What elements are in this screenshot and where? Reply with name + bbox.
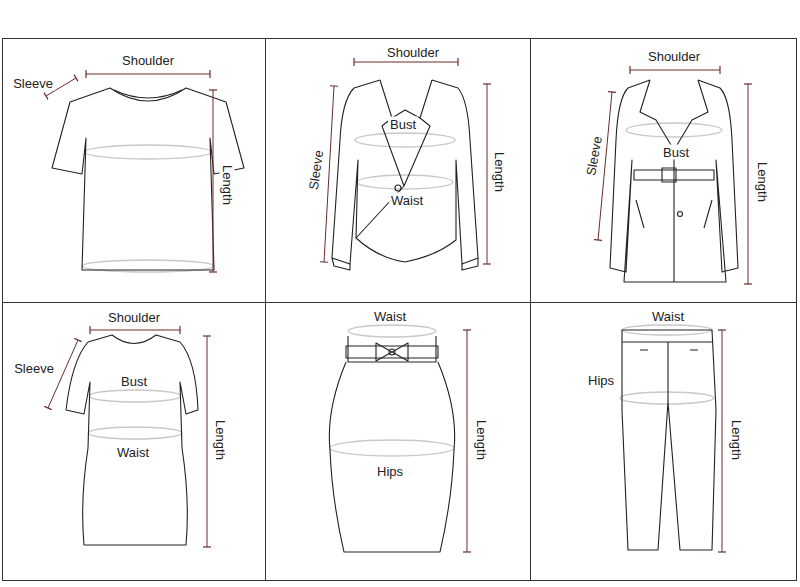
measure-label: Length bbox=[755, 160, 770, 204]
measure-label: Sleeve bbox=[583, 133, 605, 179]
measure-label: Shoulder bbox=[385, 45, 441, 60]
measure-label: Length bbox=[220, 163, 235, 207]
measure-label: Shoulder bbox=[106, 310, 162, 325]
measure-label: Bust bbox=[119, 374, 149, 389]
measure-label: Waist bbox=[115, 445, 151, 460]
measure-label: Bust bbox=[661, 145, 691, 160]
measure-label: Length bbox=[474, 418, 489, 462]
measure-label: Sleeve bbox=[11, 76, 55, 91]
measure-label: Waist bbox=[650, 309, 686, 324]
measure-label: Length bbox=[729, 418, 744, 462]
measure-label: Bust bbox=[388, 117, 418, 132]
measure-label: Hips bbox=[586, 373, 616, 388]
measure-label: Waist bbox=[389, 193, 425, 208]
measure-label: Waist bbox=[372, 309, 408, 324]
measure-label: Sleeve bbox=[12, 361, 56, 376]
measure-label: Length bbox=[492, 150, 507, 194]
measure-label: Shoulder bbox=[120, 53, 176, 68]
measure-label: Length bbox=[213, 418, 228, 462]
measure-label: Sleeve bbox=[306, 147, 327, 192]
measure-label: Shoulder bbox=[646, 49, 702, 64]
measure-label: Hips bbox=[375, 464, 405, 479]
